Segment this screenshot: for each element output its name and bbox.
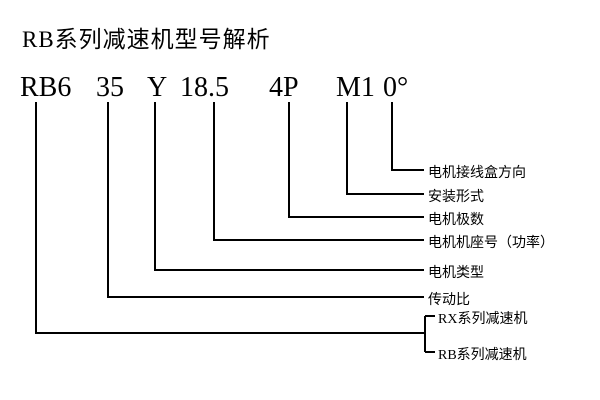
code-part-mounting: M1	[336, 72, 375, 103]
label-motor-type: 电机类型	[428, 266, 484, 281]
code-part-motor-type: Y	[147, 72, 168, 103]
connector-line-frame	[213, 102, 424, 241]
connector-line-motor-type	[154, 102, 424, 271]
code-part-ratio: 35	[96, 72, 124, 103]
connector-line-junction-box	[391, 102, 424, 171]
label-transmission-ratio: 传动比	[428, 293, 470, 308]
connector-line-series-branch	[35, 102, 435, 353]
connector-line-poles	[288, 102, 424, 218]
code-part-junction-angle: 0°	[383, 72, 409, 103]
code-part-series: RB6	[20, 72, 72, 103]
page-title: RB系列减速机型号解析	[22, 27, 271, 52]
connector-line-mounting	[346, 102, 424, 195]
code-part-poles: 4P	[269, 72, 299, 103]
label-junction-box-direction: 电机接线盒方向	[428, 166, 526, 181]
code-part-frame-power: 18.5	[180, 72, 229, 103]
label-rb-series: RB系列减速机	[438, 348, 527, 363]
label-rx-series: RX系列减速机	[438, 312, 528, 327]
label-motor-poles: 电机极数	[428, 213, 484, 228]
label-frame-power: 电机机座号（功率）	[428, 236, 554, 251]
connector-line-ratio	[107, 102, 424, 298]
label-mounting-form: 安装形式	[428, 190, 484, 205]
